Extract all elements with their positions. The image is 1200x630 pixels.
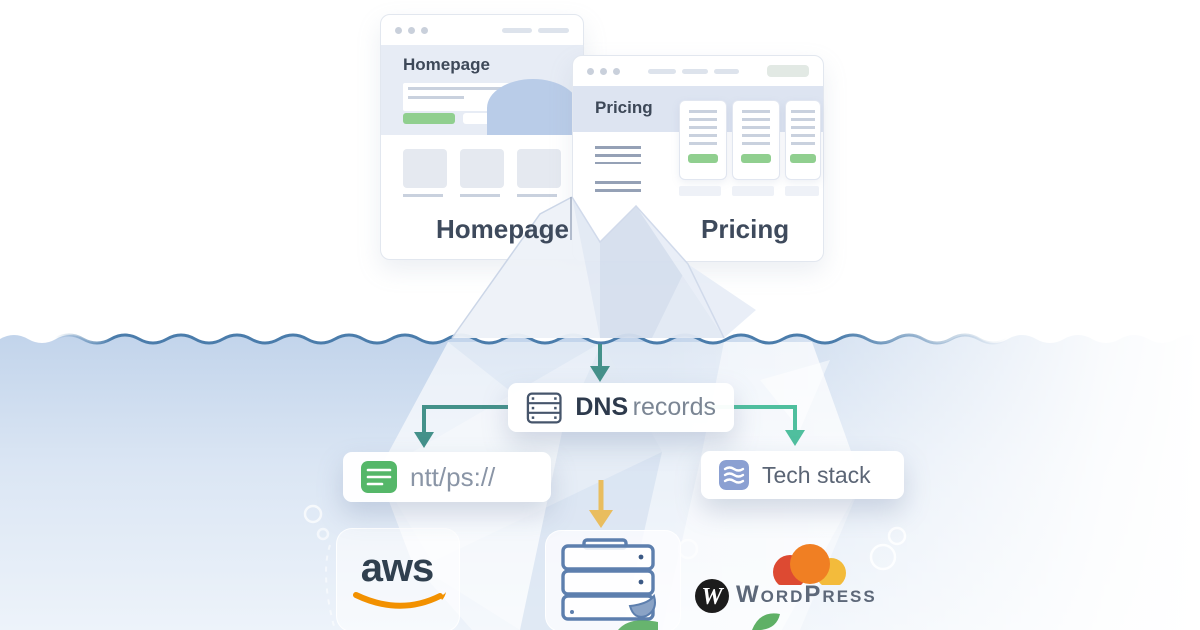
window-dot bbox=[600, 67, 607, 75]
hero-secondary-button bbox=[463, 113, 491, 124]
homepage-caption: Homepage bbox=[436, 214, 569, 244]
green-list-icon bbox=[361, 461, 397, 493]
svg-text:W: W bbox=[701, 584, 724, 610]
nav-link-placeholder bbox=[502, 27, 532, 33]
url-label: ntt/ps:// bbox=[410, 461, 496, 492]
window-dot bbox=[395, 26, 402, 34]
window-dot bbox=[421, 26, 428, 34]
server-rack-icon bbox=[526, 391, 562, 424]
window-dot bbox=[613, 67, 620, 75]
pricing-card bbox=[785, 100, 821, 180]
pricing-footer-pill bbox=[679, 186, 721, 196]
arrow-dns-to-server bbox=[589, 480, 613, 528]
homepage-cards bbox=[403, 149, 561, 202]
pricing-heading: Pricing bbox=[595, 98, 653, 117]
wordpress-logo-text: WordPress bbox=[736, 581, 877, 608]
hero-hill-graphic bbox=[487, 79, 579, 135]
nav-link-placeholder bbox=[714, 68, 739, 74]
header-button-placeholder bbox=[767, 65, 809, 77]
wordpress-w-icon: W bbox=[695, 579, 729, 613]
dashed-decoration bbox=[325, 544, 336, 630]
server-card bbox=[545, 530, 681, 630]
tech-stack-label: Tech stack bbox=[762, 461, 871, 488]
pricing-card bbox=[732, 100, 780, 180]
browser-window-homepage: Homepage bbox=[380, 14, 584, 260]
window-dot bbox=[408, 26, 415, 34]
arrow-dns-to-url bbox=[414, 405, 508, 448]
pricing-caption: Pricing bbox=[701, 214, 790, 244]
homepage-hero: Homepage bbox=[381, 45, 583, 135]
waterline bbox=[53, 333, 1009, 345]
nav-link-placeholder bbox=[538, 27, 569, 33]
dns-label-primary: DNS bbox=[575, 393, 629, 421]
tech-stack-chip: Tech stack bbox=[701, 451, 904, 499]
pricing-footer-pill bbox=[785, 186, 819, 196]
aws-smile-arrow bbox=[353, 592, 446, 609]
homepage-heading: Homepage bbox=[403, 55, 490, 74]
pricing-footer-pill bbox=[732, 186, 774, 196]
blue-stack-icon bbox=[719, 460, 749, 490]
homepage-titlebar bbox=[381, 15, 583, 45]
pricing-card bbox=[679, 100, 727, 180]
dns-records-chip: DNS records bbox=[508, 383, 734, 432]
nav-link-placeholder bbox=[682, 68, 708, 74]
url-chip: ntt/ps:// bbox=[343, 452, 551, 502]
aws-logo: aws bbox=[352, 546, 446, 621]
nav-link-placeholder bbox=[648, 68, 676, 74]
window-dot bbox=[587, 67, 594, 75]
pricing-titlebar bbox=[573, 56, 823, 86]
pricing-text-lines bbox=[595, 146, 641, 164]
arrow-water-to-dns bbox=[590, 344, 610, 382]
aws-logo-text: aws bbox=[360, 546, 435, 590]
hero-primary-button bbox=[403, 113, 455, 124]
dns-label-secondary: records bbox=[632, 393, 716, 421]
pricing-text-lines bbox=[595, 181, 641, 192]
